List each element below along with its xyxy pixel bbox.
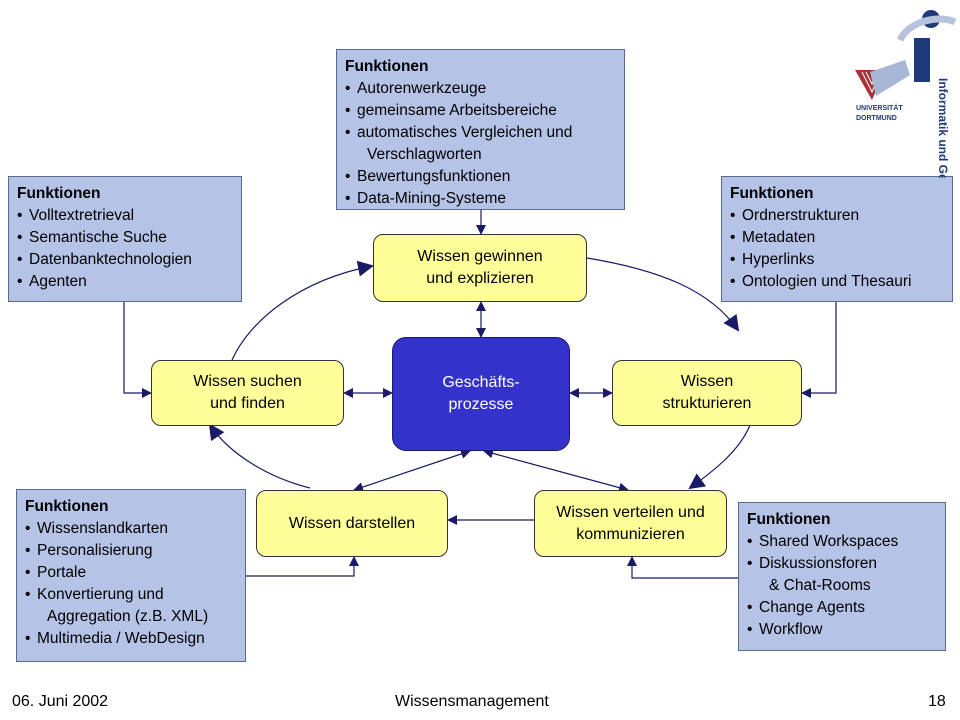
function-item: Semantische Suche — [17, 227, 233, 249]
connector-left-box — [123, 302, 152, 398]
function-item: Wissenslandkarten — [25, 518, 237, 540]
arrow-center-verteilen — [483, 448, 629, 493]
university-name: Universität Dortmund — [856, 105, 903, 122]
functions-title: Funktionen — [747, 511, 831, 528]
function-item: Personalisierung — [25, 540, 237, 562]
function-item-continued: Aggregation (z.B. XML) — [47, 608, 209, 625]
cycle-arc-gewinnen-strukturieren — [586, 257, 740, 332]
process-geschaeftsprozesse: Geschäfts- prozesse — [392, 337, 570, 451]
process-label: Geschäfts- prozesse — [442, 374, 520, 413]
functions-box-left: Funktionen Volltextretrieval Semantische… — [8, 176, 242, 302]
function-item: Ontologien und Thesauri — [730, 271, 944, 293]
function-item: automatisches Vergleichen und — [345, 122, 616, 144]
connector-bottom-right-box — [627, 556, 738, 579]
process-wissen-suchen: Wissen suchen und finden — [151, 360, 344, 426]
connector-bottom-left-box — [246, 556, 359, 577]
function-item: Agenten — [17, 271, 233, 293]
faculty-vertical-text: Informatik und Ge — [936, 78, 950, 178]
functions-box-top: Funktionen Autorenwerkzeuge gemeinsame A… — [336, 49, 625, 210]
university-logo-graphic — [855, 10, 957, 100]
function-item: Diskussionsforen — [747, 553, 937, 575]
function-item: Ordnerstrukturen — [730, 205, 944, 227]
function-item-continued: & Chat-Rooms — [769, 577, 871, 594]
function-item: Data-Mining-Systeme — [345, 188, 616, 210]
function-item: Change Agents — [747, 597, 937, 619]
footer-date: 06. Juni 2002 — [12, 693, 109, 710]
functions-title: Funktionen — [25, 498, 109, 515]
footer-title: Wissensmanagement — [395, 693, 549, 710]
function-item: Datenbanktechnologien — [17, 249, 233, 271]
function-item: Workflow — [747, 619, 937, 641]
arrow-center-darstellen — [353, 449, 471, 492]
process-label: Wissen suchen und finden — [193, 373, 302, 412]
process-label: Wissen gewinnen und explizieren — [417, 248, 543, 287]
functions-box-bottom-left: Funktionen Wissenslandkarten Personalisi… — [16, 489, 246, 662]
function-item-continued: Verschlagworten — [367, 146, 482, 163]
process-wissen-verteilen: Wissen verteilen und kommunizieren — [534, 490, 727, 557]
functions-title: Funktionen — [730, 185, 814, 202]
function-item: Konvertierung und — [25, 584, 237, 606]
functions-box-bottom-right: Funktionen Shared Workspaces Diskussions… — [738, 502, 946, 651]
footer-page-number: 18 — [928, 693, 946, 710]
functions-title: Funktionen — [17, 185, 101, 202]
function-item: Portale — [25, 562, 237, 584]
connector-right-box — [801, 302, 837, 398]
process-label: Wissen darstellen — [288, 514, 416, 532]
cycle-arc-darstellen-suchen — [208, 423, 311, 489]
function-item: Autorenwerkzeuge — [345, 78, 616, 100]
functions-box-right: Funktionen Ordnerstrukturen Metadaten Hy… — [721, 176, 953, 302]
function-item: Metadaten — [730, 227, 944, 249]
cycle-arc-suchen-gewinnen — [231, 260, 374, 361]
function-item: Volltextretrieval — [17, 205, 233, 227]
process-label: Wissen verteilen und kommunizieren — [556, 503, 705, 543]
function-item: Multimedia / WebDesign — [25, 628, 237, 650]
process-wissen-strukturieren: Wissen strukturieren — [612, 360, 802, 426]
function-item: gemeinsame Arbeitsbereiche — [345, 100, 616, 122]
process-wissen-darstellen: Wissen darstellen — [256, 490, 448, 557]
function-item: Shared Workspaces — [747, 531, 937, 553]
process-label: Wissen strukturieren — [662, 373, 752, 412]
process-wissen-gewinnen: Wissen gewinnen und explizieren — [373, 234, 587, 302]
functions-title: Funktionen — [345, 58, 429, 75]
university-logo: Universität Dortmund Informatik und Ge — [850, 0, 960, 180]
function-item: Bewertungsfunktionen — [345, 166, 616, 188]
function-item: Hyperlinks — [730, 249, 944, 271]
cycle-arc-strukturieren-verteilen — [688, 424, 751, 490]
